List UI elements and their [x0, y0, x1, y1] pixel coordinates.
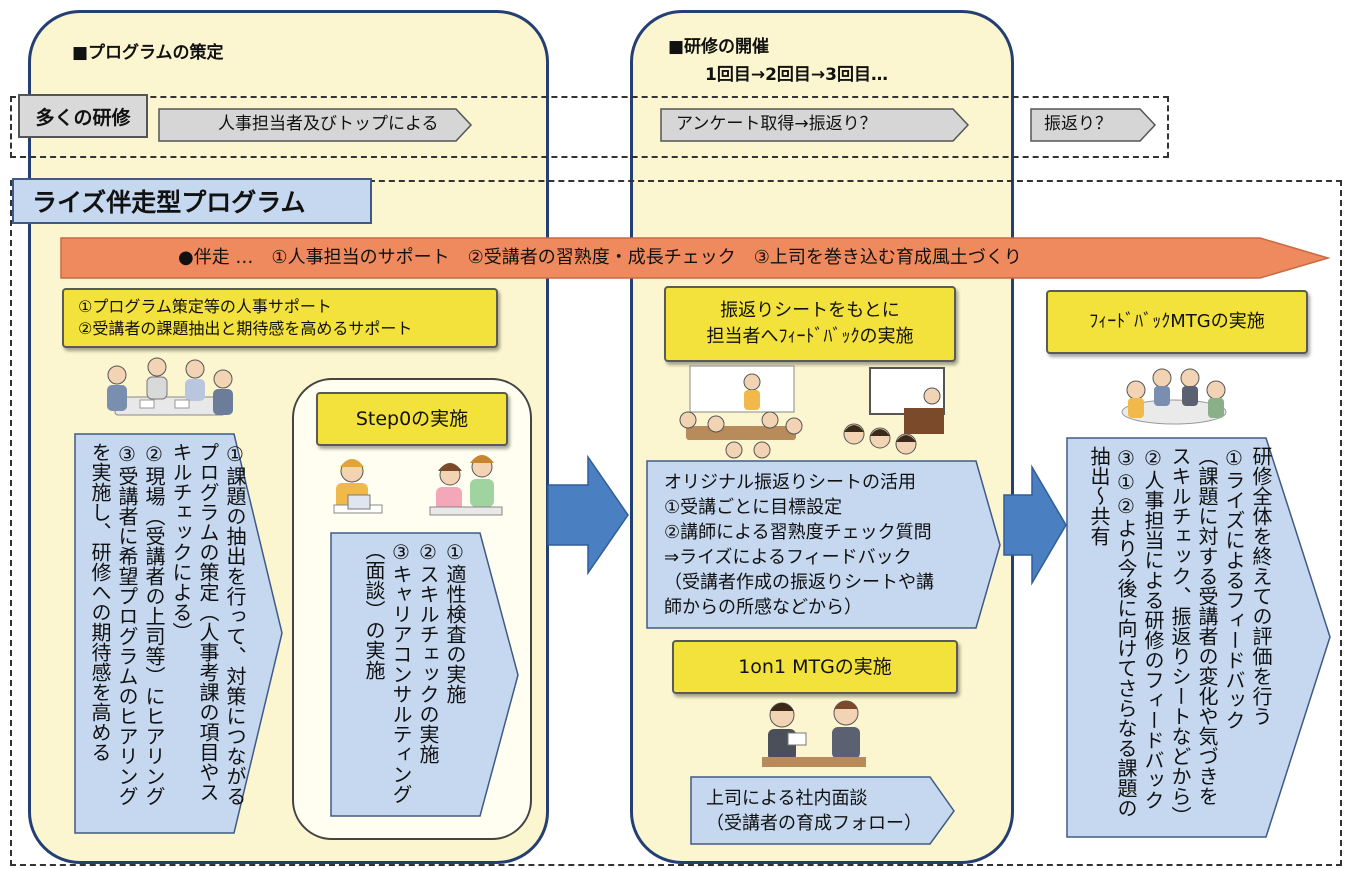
- one-on-one-title: 1on1 MTGの実施: [672, 640, 958, 694]
- lecture-illustration: [679, 365, 945, 459]
- col3-body-arrow: [1066, 437, 1331, 838]
- hr-support-header: ①プログラム策定等の人事サポート ②受講者の課題抽出と期待感を高めるサポート: [62, 288, 498, 348]
- conventional-arrow-1: [158, 108, 473, 142]
- support-banner-arrow: [60, 237, 1331, 279]
- step0-title: Step0の実施: [316, 392, 508, 446]
- hr-support-line2: ②受講者の課題抽出と期待感を高めるサポート: [78, 319, 413, 338]
- supervisor-interview-arrow: [690, 776, 955, 845]
- conventional-training-row: [10, 96, 1169, 158]
- col3-body-text: 研修全体を終えての評価を行う ①ライズによるフィードバック （課題に対する受講者…: [1087, 446, 1273, 826]
- feedback-sheet-line1: 振返りシートをもとに: [720, 300, 900, 321]
- conventional-arrow-1-label: 人事担当者及びトップによる: [218, 114, 439, 134]
- step0-body-arrow: [330, 532, 519, 817]
- supervisor-interview-text: 上司による社内面談 （受講者の育成フォロー）: [706, 788, 922, 834]
- step0-body-text: ①適性検査の実施 ②スキルチェックの実施 ③キャリアコンサルティング （面談）の…: [362, 540, 467, 804]
- col1-body-text: ①課題の抽出を行って、対策につながる プログラムの策定（人事考課の項目やス キル…: [88, 442, 247, 806]
- feedback-meeting-illustration: [1121, 368, 1227, 425]
- support-banner-text: ●伴走 … ①人事担当のサポート ②受講者の習熟度・成長チェック ③上司を巻き込…: [178, 247, 1022, 268]
- interview-illustration: [762, 700, 866, 767]
- conventional-arrow-2-label: アンケート取得→振返り？: [676, 114, 877, 134]
- feedback-sheet-header: 振返りシートをもとに 担当者へﾌｨｰﾄﾞﾊﾞｯｸの実施: [664, 286, 956, 362]
- conventional-arrow-2: [660, 108, 970, 142]
- training-rounds: 1回目→2回目→3回目…: [705, 65, 888, 85]
- conventional-training-label: 多くの研修: [18, 94, 148, 138]
- training-phase-title: ■研修の開催: [668, 37, 770, 57]
- col1-body-arrow: [74, 433, 283, 834]
- col2-body-text: オリジナル振返りシートの活用 ①受講ごとに目標設定 ②講師による習熟度チェック質…: [664, 472, 934, 618]
- rise-program-title: ライズ伴走型プログラム: [12, 178, 372, 224]
- rise-program-frame: [10, 180, 1342, 866]
- flow-arrow-icon-2: [1003, 464, 1067, 586]
- hr-support-line1: ①プログラム策定等の人事サポート: [78, 297, 332, 316]
- conventional-arrow-3: [1030, 108, 1157, 142]
- flow-arrow-icon: [547, 454, 629, 576]
- meeting-illustration: [107, 357, 233, 416]
- counseling-illustration: [333, 455, 503, 516]
- feedback-sheet-line2: 担当者へﾌｨｰﾄﾞﾊﾞｯｸの実施: [706, 326, 914, 347]
- col2-body-arrow: [646, 460, 1001, 629]
- conventional-arrow-3-label: 振返り？: [1044, 114, 1112, 134]
- feedback-mtg-header: ﾌｨｰﾄﾞﾊﾞｯｸMTGの実施: [1046, 290, 1308, 354]
- planning-phase-title: ■プログラムの策定: [72, 43, 224, 63]
